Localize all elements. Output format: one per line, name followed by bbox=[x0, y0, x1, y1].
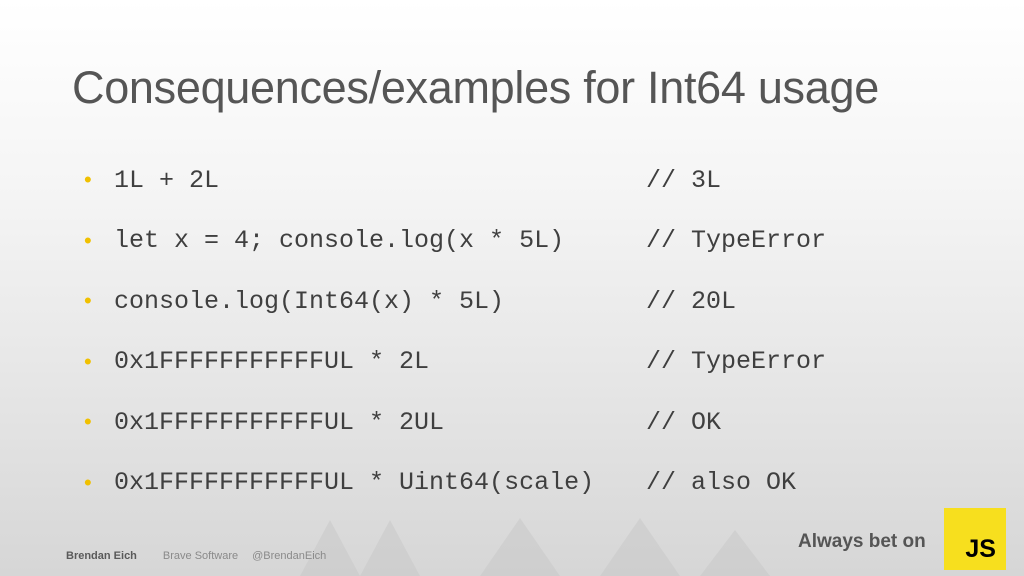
code-comment: // OK bbox=[646, 407, 722, 437]
js-logo-icon: JS bbox=[944, 508, 1006, 570]
footer-credits: Brendan Eich Brave Software @BrendanEich bbox=[66, 550, 326, 562]
list-item: • let x = 4; console.log(x * 5L) // Type… bbox=[84, 211, 826, 272]
code-snippet: let x = 4; console.log(x * 5L) bbox=[114, 226, 565, 256]
code-comment: // 20L bbox=[646, 286, 737, 316]
list-item: • 1L + 2L // 3L bbox=[84, 150, 826, 211]
bullet-dot-icon: • bbox=[84, 469, 92, 495]
code-snippet: 0x1FFFFFFFFFFFUL * 2L bbox=[114, 347, 430, 377]
list-item: • console.log(Int64(x) * 5L) // 20L bbox=[84, 271, 826, 332]
bullet-dot-icon: • bbox=[84, 288, 92, 314]
code-comment: // TypeError bbox=[646, 347, 827, 377]
footer-tagline: Always bet on bbox=[798, 531, 926, 552]
bullet-dot-icon: • bbox=[84, 409, 92, 435]
list-item: • 0x1FFFFFFFFFFFUL * 2L // TypeError bbox=[84, 332, 826, 393]
js-logo-text: JS bbox=[965, 535, 996, 563]
bullet-dot-icon: • bbox=[84, 227, 92, 253]
background-watermark bbox=[300, 518, 770, 576]
bullet-list: • 1L + 2L // 3L • let x = 4; console.log… bbox=[84, 150, 826, 513]
footer-company: Brave Software bbox=[162, 550, 239, 562]
list-item: • 0x1FFFFFFFFFFFUL * 2UL // OK bbox=[84, 392, 826, 453]
footer-author: Brendan Eich bbox=[66, 550, 137, 562]
footer-handle: @BrendanEich bbox=[252, 550, 327, 562]
slide-title: Consequences/examples for Int64 usage bbox=[72, 62, 879, 113]
bullet-dot-icon: • bbox=[84, 167, 92, 193]
code-comment: // also OK bbox=[646, 468, 797, 498]
list-item: • 0x1FFFFFFFFFFFUL * Uint64(scale) // al… bbox=[84, 453, 826, 514]
code-comment: // TypeError bbox=[646, 226, 827, 256]
code-snippet: 0x1FFFFFFFFFFFUL * Uint64(scale) bbox=[114, 468, 595, 498]
bullet-dot-icon: • bbox=[84, 348, 92, 374]
code-comment: // 3L bbox=[646, 165, 722, 195]
code-snippet: console.log(Int64(x) * 5L) bbox=[114, 286, 505, 316]
code-snippet: 1L + 2L bbox=[114, 165, 220, 195]
code-snippet: 0x1FFFFFFFFFFFUL * 2UL bbox=[114, 407, 445, 437]
